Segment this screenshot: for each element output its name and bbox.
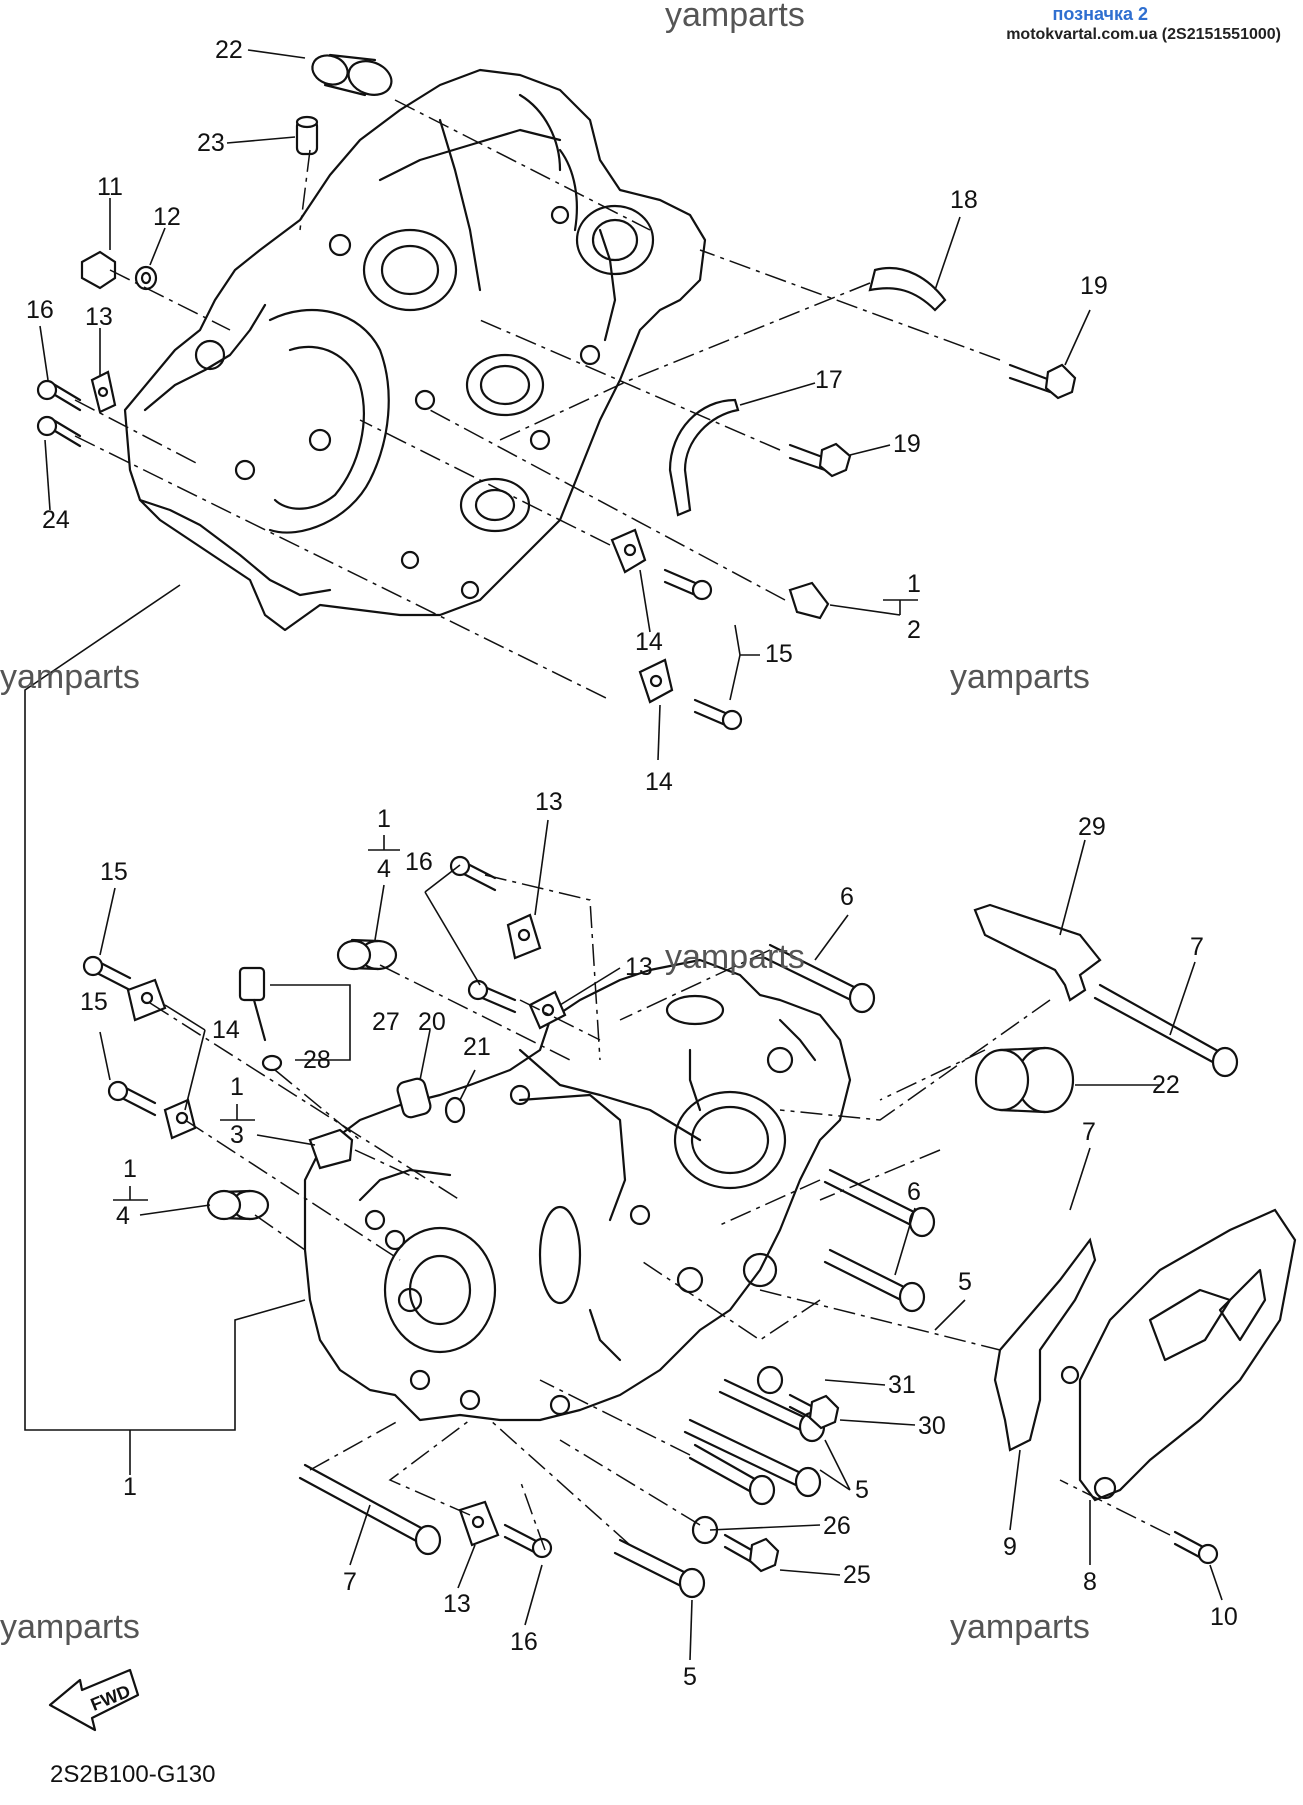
callout: 15 <box>765 640 793 668</box>
watermark: yamparts <box>0 658 140 696</box>
callout: 24 <box>42 506 70 534</box>
callout: 8 <box>1083 1568 1097 1596</box>
callout: 13 <box>625 953 653 981</box>
watermark: yamparts <box>665 938 805 976</box>
callout: 30 <box>918 1412 946 1440</box>
callout: 4 <box>377 855 391 883</box>
callout: 25 <box>843 1561 871 1589</box>
callout: 1 <box>377 805 391 833</box>
figure-code: 2S2B100-G130 <box>50 1761 215 1788</box>
callout: 14 <box>645 768 673 796</box>
callout: 31 <box>888 1371 916 1399</box>
callout: 20 <box>418 1008 446 1036</box>
callout: 1 <box>123 1473 137 1501</box>
upper-small-parts <box>36 53 1077 731</box>
fwd-arrow-icon: FWD <box>48 1668 140 1732</box>
callout-leaders <box>39 49 1223 1661</box>
callout: 22 <box>215 36 243 64</box>
callout: 28 <box>303 1046 331 1074</box>
callout: 17 <box>815 366 843 394</box>
callout: 14 <box>635 628 663 656</box>
right-crankcase-drawing <box>303 958 852 1422</box>
callout: 27 <box>372 1008 400 1036</box>
callout: 19 <box>893 430 921 458</box>
callout: 26 <box>823 1512 851 1540</box>
callout: 13 <box>85 303 113 331</box>
callout-numbers: 22 23 11 12 16 13 24 18 19 17 19 1 2 14 … <box>26 36 1238 1691</box>
callout: 4 <box>116 1202 130 1230</box>
callout: 5 <box>683 1663 697 1691</box>
callout: 3 <box>230 1121 244 1149</box>
callout: 14 <box>212 1016 240 1044</box>
callout: 13 <box>443 1590 471 1618</box>
callout: 6 <box>840 883 854 911</box>
callout: 13 <box>535 788 563 816</box>
callout: 5 <box>958 1268 972 1296</box>
callout: 22 <box>1152 1071 1180 1099</box>
callout: 1 <box>230 1073 244 1101</box>
header-badge: позначка 2 <box>1052 4 1149 24</box>
callout: 1 <box>907 570 921 598</box>
watermark: yamparts <box>665 0 805 34</box>
upper-reference-lines <box>24 99 1001 1431</box>
callout: 18 <box>950 186 978 214</box>
lower-reference-lines <box>149 874 1171 1551</box>
callout: 7 <box>343 1568 357 1596</box>
callout: 9 <box>1003 1533 1017 1561</box>
callout: 21 <box>463 1033 491 1061</box>
callout: 5 <box>855 1476 869 1504</box>
callout: 11 <box>97 173 123 201</box>
watermark: yamparts <box>950 1608 1090 1646</box>
callout: 15 <box>100 858 128 886</box>
watermark: yamparts <box>0 1608 140 1646</box>
callout: 7 <box>1082 1118 1096 1146</box>
callout: 23 <box>197 129 225 157</box>
header-source: motokvartal.com.ua (2S2151551000) <box>1006 26 1281 43</box>
watermark: yamparts <box>950 658 1090 696</box>
callout: 19 <box>1080 272 1108 300</box>
callout: 12 <box>153 203 181 231</box>
lower-small-parts <box>82 855 1297 1599</box>
callout: 15 <box>80 988 108 1016</box>
callout: 16 <box>510 1628 538 1656</box>
callout: 29 <box>1078 813 1106 841</box>
callout: 6 <box>907 1178 921 1206</box>
callout: 16 <box>405 848 433 876</box>
callout: 1 <box>123 1155 137 1183</box>
callout: 7 <box>1190 933 1204 961</box>
watermarks: yamparts yamparts yamparts yamparts yamp… <box>0 0 1090 1646</box>
callout: 16 <box>26 296 54 324</box>
callout: 10 <box>1210 1603 1238 1631</box>
callout: 2 <box>907 616 921 644</box>
